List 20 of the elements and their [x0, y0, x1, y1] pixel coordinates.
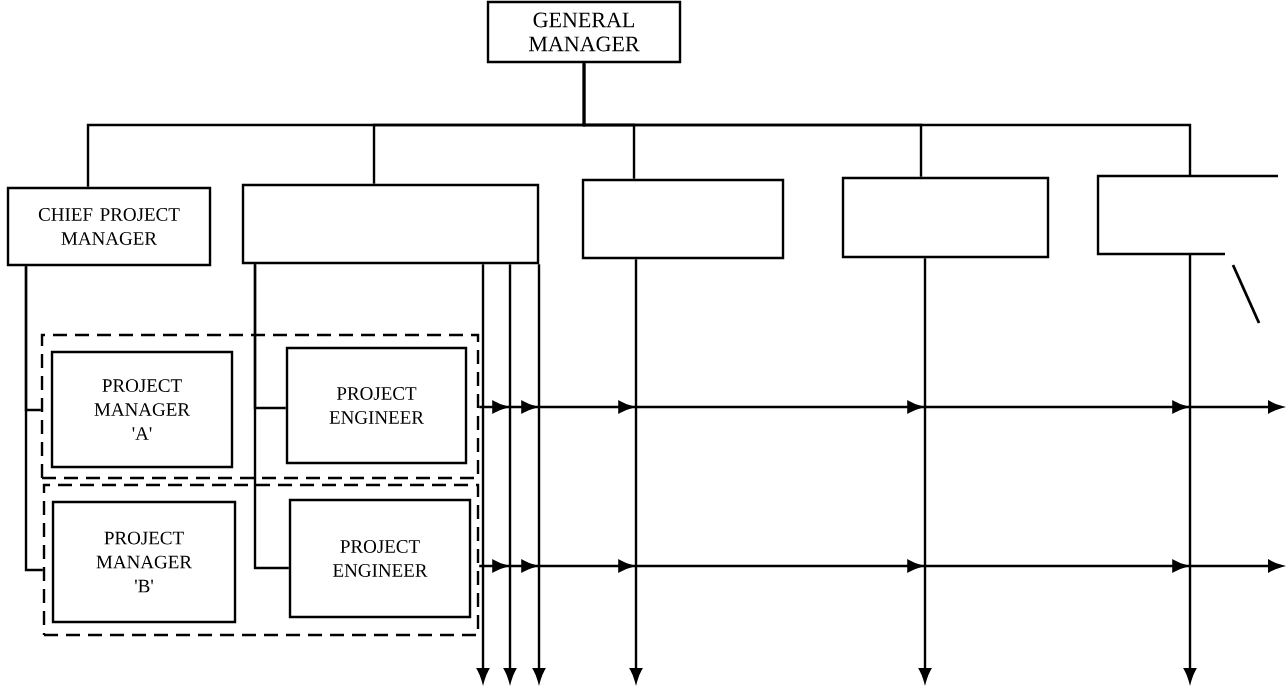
- group-frame: [40, 333, 480, 480]
- arrow: [532, 264, 546, 683]
- role-box: PROJECT ENGINEER: [288, 498, 472, 619]
- role-box: PROJECT MANAGER 'B': [51, 500, 237, 624]
- arrow: [479, 559, 1283, 573]
- empty-box: [841, 176, 1050, 259]
- empty-box: [241, 183, 540, 265]
- arrow: [479, 400, 1283, 414]
- group-frame: [42, 483, 480, 637]
- role-box: GENERAL MANAGER: [486, 0, 682, 64]
- arrow: [503, 264, 517, 683]
- role-box: CHIEF PROJECT MANAGER: [6, 186, 212, 267]
- arrow: [918, 258, 932, 683]
- arrow: [476, 264, 490, 683]
- role-box: PROJECT ENGINEER: [285, 346, 468, 465]
- empty-box: [581, 178, 785, 260]
- empty-box: [1096, 174, 1278, 256]
- role-box: PROJECT MANAGER 'A': [50, 350, 234, 469]
- arrow: [1183, 254, 1197, 683]
- arrow: [629, 259, 643, 683]
